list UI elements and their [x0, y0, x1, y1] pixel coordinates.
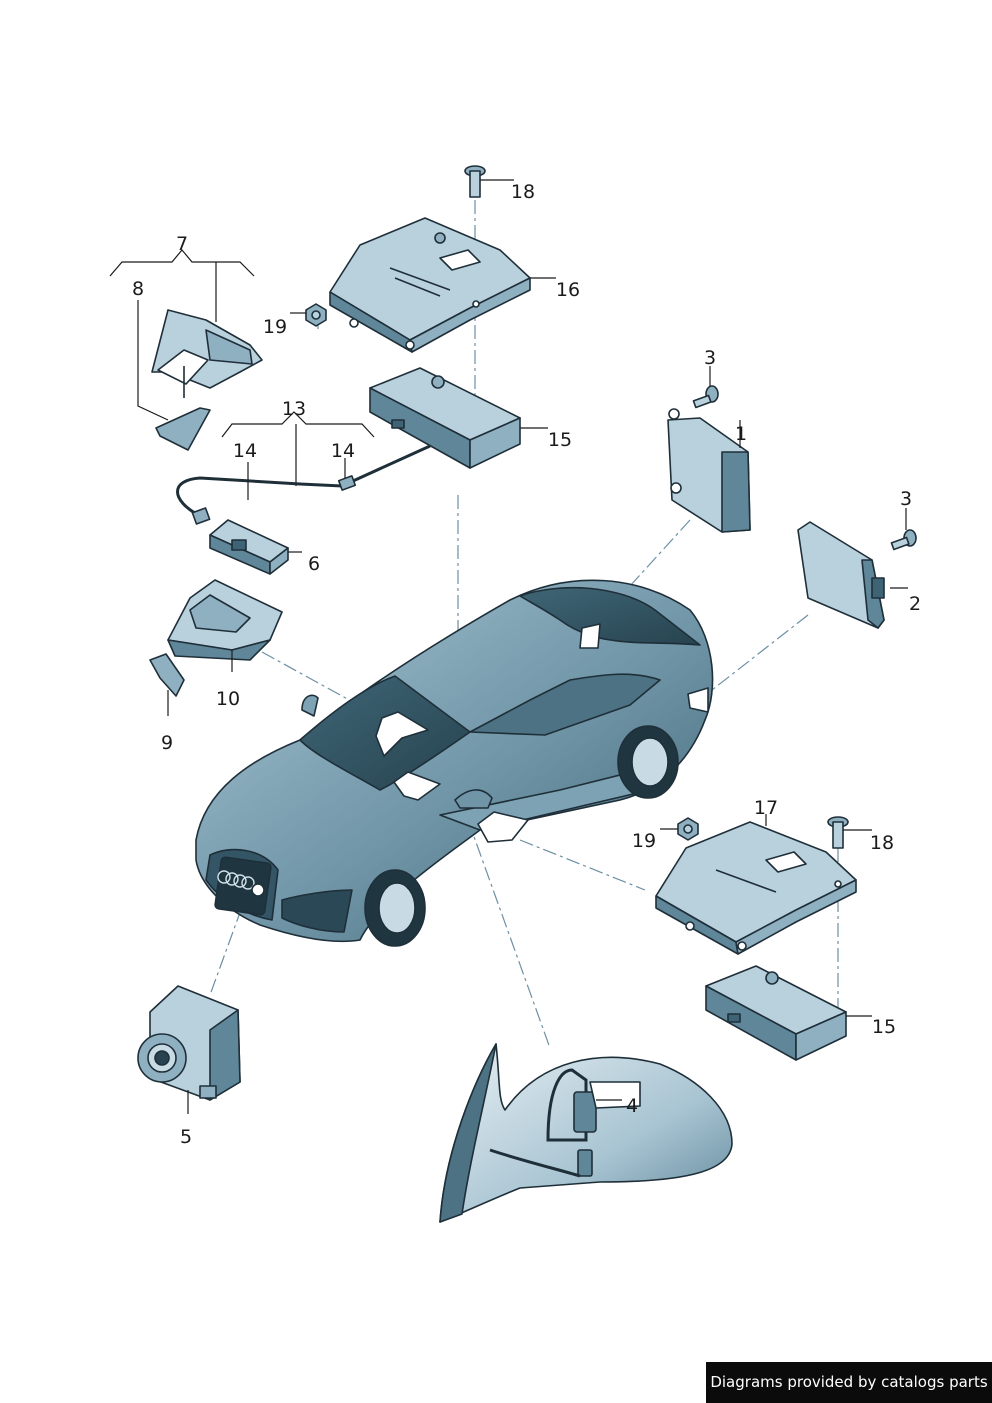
label-5: 5 — [180, 1126, 192, 1148]
trim-9 — [149, 653, 185, 716]
label-1: 1 — [735, 423, 747, 445]
cable-13 — [176, 411, 431, 525]
label-14-right: 14 — [331, 440, 355, 462]
label-19-top: 19 — [263, 316, 287, 338]
label-17: 17 — [754, 797, 778, 819]
mirror-4 — [439, 1043, 733, 1223]
label-18-top: 18 — [511, 181, 535, 203]
credit-banner: Diagrams provided by catalogs parts — [706, 1362, 992, 1403]
cover-8 — [137, 300, 211, 451]
label-15-top: 15 — [548, 429, 572, 451]
module-1 — [667, 408, 751, 533]
car — [195, 579, 714, 947]
part-labels: 1 2 3 3 4 5 6 7 8 9 10 13 14 14 15 15 16… — [132, 181, 921, 1148]
label-10: 10 — [216, 688, 240, 710]
grille-rings — [217, 870, 255, 890]
control-unit-15-top — [369, 367, 548, 469]
screw-3-top — [692, 366, 719, 409]
label-19-lower: 19 — [632, 830, 656, 852]
screw-18-top — [464, 165, 514, 198]
screw-18-lower — [827, 816, 872, 849]
label-16: 16 — [556, 279, 580, 301]
nut-19-top — [290, 303, 327, 327]
connector-6 — [209, 519, 302, 575]
trim-10 — [167, 579, 283, 672]
label-4: 4 — [626, 1095, 638, 1117]
camera-5 — [137, 985, 241, 1114]
label-14-left: 14 — [233, 440, 257, 462]
label-2: 2 — [909, 593, 921, 615]
module-2 — [797, 521, 908, 629]
bracket-17 — [655, 814, 857, 955]
label-13: 13 — [282, 398, 306, 420]
label-3-right: 3 — [900, 488, 912, 510]
label-9: 9 — [161, 732, 173, 754]
sensor-housing-7 — [109, 249, 263, 398]
label-3-top: 3 — [704, 347, 716, 369]
screw-3-right — [890, 508, 917, 551]
label-8: 8 — [132, 278, 144, 300]
label-7: 7 — [176, 233, 188, 255]
control-unit-15-lower — [705, 965, 872, 1061]
label-18-lower: 18 — [870, 832, 894, 854]
label-15-lower: 15 — [872, 1016, 896, 1038]
nut-19-lower — [660, 817, 699, 841]
label-6: 6 — [308, 553, 320, 575]
bracket-16 — [329, 217, 556, 353]
